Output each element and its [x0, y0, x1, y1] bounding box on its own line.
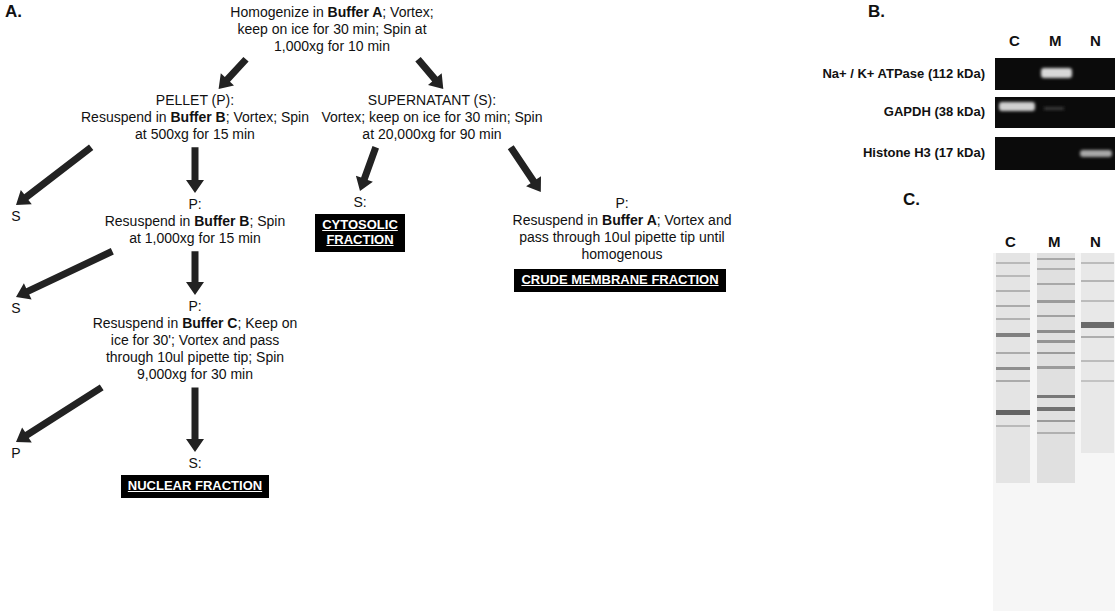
flow-arrow: [16, 145, 93, 206]
flow-arrow: [16, 248, 114, 299]
arrow-shape: [186, 251, 204, 295]
step-text: P:Resuspend in Buffer C; Keep on ice for…: [89, 298, 301, 383]
fraction-box: CRUDE MEMBRANE FRACTION: [514, 269, 725, 292]
step-text: S:: [188, 455, 201, 472]
step-label: S: [11, 300, 20, 317]
bold-run: Buffer A: [328, 4, 383, 20]
arrow-shape: [219, 57, 249, 89]
step-text: S: [11, 208, 20, 225]
step-heading: PELLET (P):: [77, 92, 313, 109]
step-text: P: [11, 445, 20, 462]
blot-label: GAPDH (38 kDa): [884, 104, 985, 119]
bold-run: Buffer B: [171, 109, 226, 125]
step-label: Vortex; keep on ice for 30 min; Spin at …: [320, 109, 545, 143]
step-text: P:Resuspend in Buffer B; Spin at 1,000xg…: [101, 196, 289, 247]
fraction-label: CRUDE MEMBRANE FRACTION: [521, 273, 718, 288]
flow-arrow: [415, 57, 443, 89]
arrow-shape: [186, 147, 204, 193]
lane-label: N: [1090, 32, 1101, 49]
step-text: PELLET (P):Resuspend in Buffer B; Vortex…: [77, 92, 313, 143]
arrow-shape: [415, 57, 443, 89]
arrow-shape: [186, 387, 204, 452]
step-label: S:: [353, 194, 366, 211]
arrow-shape: [356, 146, 379, 191]
arrow-shape: [16, 384, 104, 442]
lane-label: C: [1005, 233, 1016, 250]
step-heading: P:: [89, 298, 301, 315]
fraction-box: NUCLEAR FRACTION: [121, 475, 269, 498]
flow-arrow: [16, 384, 104, 442]
lane-label: M: [1049, 32, 1062, 49]
fraction-label: CYTOSOLIC FRACTION: [322, 218, 398, 248]
flow-arrow: [186, 251, 204, 295]
step-heading: SUPERNATANT (S):: [320, 92, 545, 109]
step-label: Resuspend in Buffer A; Vortex and pass t…: [506, 212, 738, 263]
step-label: P: [11, 445, 20, 462]
step-label: Resuspend in Buffer B; Vortex; Spin at 5…: [77, 109, 313, 143]
flow-arrow: [356, 146, 379, 191]
flow-arrow: [219, 57, 249, 89]
bold-run: Buffer C: [182, 315, 237, 331]
bold-run: Buffer A: [602, 212, 657, 228]
step-heading: P:: [506, 195, 738, 212]
step-text: P:Resuspend in Buffer A; Vortex and pass…: [506, 195, 738, 263]
panel-letter: C.: [903, 190, 920, 210]
lane-label: M: [1048, 233, 1061, 250]
stained-gel: [993, 253, 1115, 611]
blot-label: Histone H3 (17 kDa): [863, 145, 985, 160]
lane-label: N: [1090, 233, 1101, 250]
bold-run: Buffer B: [194, 213, 249, 229]
panel-letter: A.: [5, 2, 22, 22]
panel-letter: B.: [868, 2, 885, 22]
arrow-shape: [16, 145, 93, 206]
western-blot: [995, 58, 1115, 170]
blot-label: Na+ / K+ ATPase (112 kDa): [822, 66, 985, 81]
step-label: Homogenize in Buffer A; Vortex; keep on …: [225, 4, 440, 55]
step-text: S:: [353, 194, 366, 211]
step-label: S:: [188, 455, 201, 472]
flow-arrow: [508, 145, 541, 192]
lane-label: C: [1009, 32, 1020, 49]
step-label: S: [11, 208, 20, 225]
step-text: S: [11, 300, 20, 317]
fraction-label: NUCLEAR FRACTION: [128, 479, 262, 494]
fraction-box: CYTOSOLIC FRACTION: [315, 214, 405, 252]
step-text: SUPERNATANT (S):Vortex; keep on ice for …: [320, 92, 545, 143]
flow-arrow: [186, 147, 204, 193]
step-label: Resuspend in Buffer C; Keep on ice for 3…: [89, 315, 301, 383]
arrow-shape: [508, 145, 541, 192]
step-heading: P:: [101, 196, 289, 213]
step-text: Homogenize in Buffer A; Vortex; keep on …: [225, 4, 440, 55]
flow-arrow: [186, 387, 204, 452]
step-label: Resuspend in Buffer B; Spin at 1,000xg f…: [101, 213, 289, 247]
arrow-shape: [16, 248, 114, 299]
